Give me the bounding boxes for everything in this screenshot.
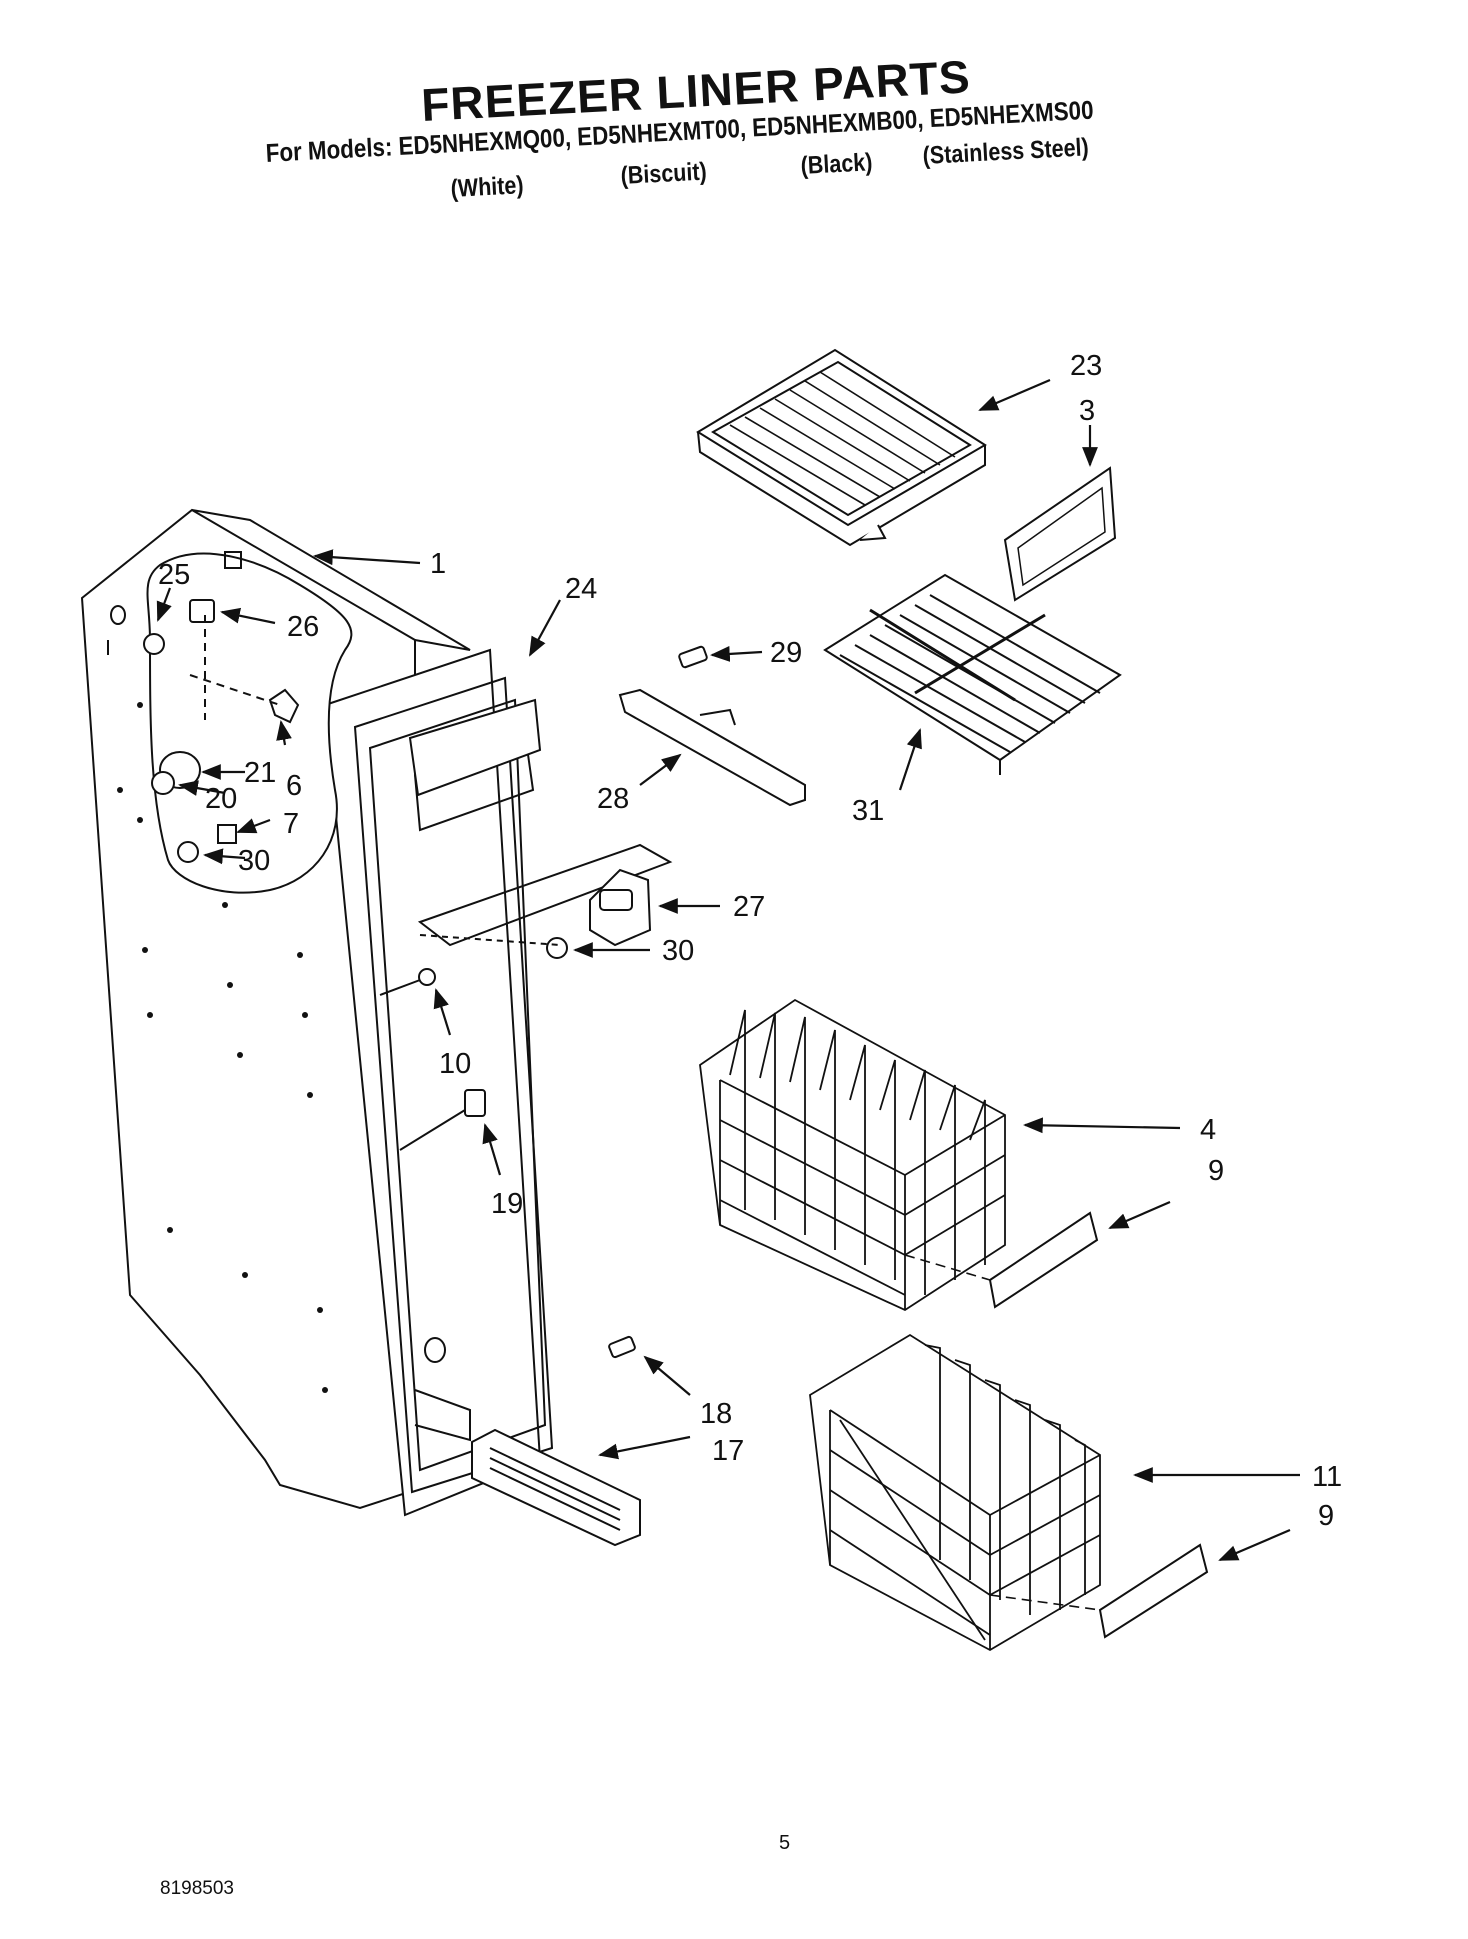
callout-18: 18 [700,1398,732,1430]
callout-1: 1 [430,548,446,580]
basket-trim-9-upper [988,1211,1099,1309]
upper-basket [699,998,1006,1312]
callout-20: 20 [205,783,237,815]
screw-18-icon [608,1335,636,1359]
callout-21: 21 [244,757,276,789]
lamp-assembly [143,599,300,863]
callout-28: 28 [597,783,629,815]
callout-31: 31 [852,795,884,827]
bulb-icon [143,633,165,655]
nut-20-icon [151,771,175,795]
support-bar [618,688,806,807]
callout-4: 4 [1200,1114,1216,1146]
callout-labels: 1 23 3 24 25 26 6 21 20 7 30 29 28 31 27… [158,350,1342,1532]
callout-11: 11 [1312,1461,1342,1493]
callout-25: 25 [158,559,190,591]
freezer-liner [80,508,554,1517]
light-shield [408,698,542,797]
callout-7: 7 [283,808,299,840]
callout-9-upper: 9 [1208,1155,1224,1187]
screw-30-icon [177,841,199,863]
wire-shelf [823,573,1122,775]
connector-7-icon [217,824,237,844]
callout-29: 29 [770,637,802,669]
page-number: 5 [779,1832,791,1854]
callout-26: 26 [287,611,319,643]
plug-19-icon [464,1089,486,1117]
callout-23: 23 [1070,350,1102,382]
callout-30-upper: 30 [238,845,270,877]
screw-30-lower-icon [546,937,568,959]
callout-27: 27 [733,891,765,923]
upper-glass-shelf [696,348,987,547]
screw-10-icon [418,968,436,986]
leader-lines [156,378,1300,1562]
lamp-holder-icon [189,599,215,623]
callout-3: 3 [1079,395,1095,427]
callout-9-lower: 9 [1318,1500,1334,1532]
screw-29-icon [678,645,708,669]
callout-17: 17 [712,1435,744,1467]
callout-19: 19 [491,1188,523,1220]
callout-24: 24 [565,573,597,605]
grille-17 [471,1428,641,1547]
bracket-6-icon [268,688,300,724]
basket-trim-9-lower [1098,1543,1209,1639]
callout-30-lower: 30 [662,935,694,967]
callout-10: 10 [439,1048,471,1080]
shelf-bracket-27 [417,843,673,959]
lower-basket [809,1333,1101,1652]
document-number: 8198503 [160,1878,234,1899]
shelf-trim-3 [1003,466,1117,602]
callout-6: 6 [286,770,302,802]
